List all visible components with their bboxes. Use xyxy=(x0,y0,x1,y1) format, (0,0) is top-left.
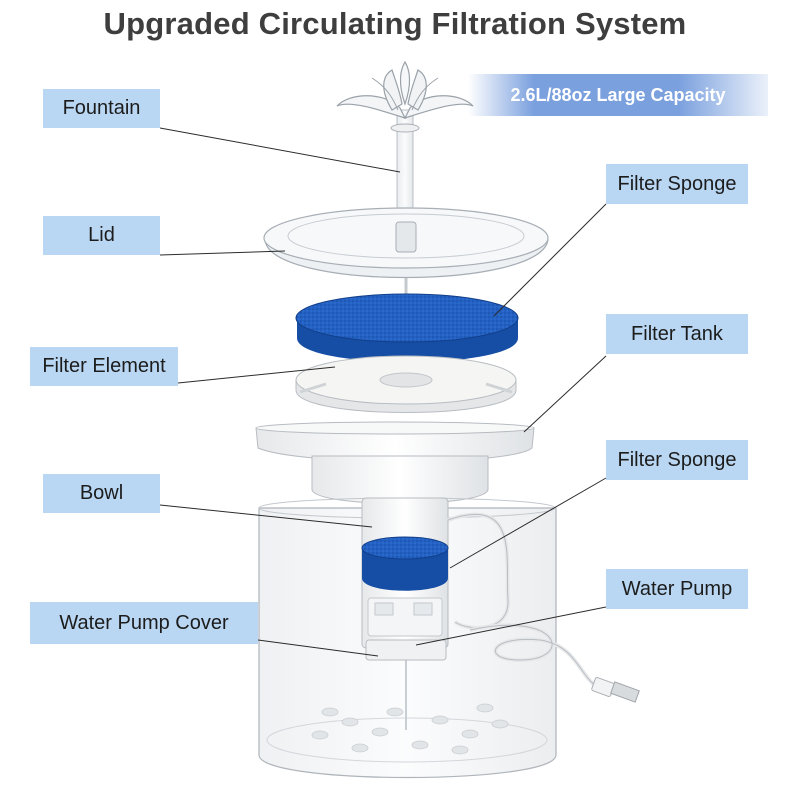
filter-sponge-top-part xyxy=(295,293,519,362)
leader-line-water-pump xyxy=(415,606,607,646)
leader-line-filter-element xyxy=(177,366,336,384)
capacity-badge-text: 2.6L/88oz Large Capacity xyxy=(510,85,726,105)
filter-element-part xyxy=(295,355,517,413)
capacity-badge-background xyxy=(468,74,768,116)
label-filter-tank: Filter Tank xyxy=(606,314,748,354)
leader-lines xyxy=(159,127,607,657)
leader-line-fountain xyxy=(159,127,401,173)
leader-line-filter-sponge-bottom xyxy=(449,477,607,569)
capacity-badge: 2.6L/88oz Large Capacity xyxy=(468,74,768,116)
leader-line-bowl xyxy=(159,504,373,528)
label-fountain: Fountain xyxy=(43,89,160,128)
label-bowl: Bowl xyxy=(43,474,160,513)
filter-tank-part xyxy=(255,421,535,504)
label-lid: Lid xyxy=(43,216,160,255)
label-filter-sponge-bottom: Filter Sponge xyxy=(606,440,748,480)
pump-assembly-part xyxy=(361,497,449,661)
leader-line-water-pump-cover xyxy=(257,639,379,657)
label-filter-sponge-top: Filter Sponge xyxy=(606,164,748,204)
diagram-title: Upgraded Circulating Filtration System xyxy=(103,6,687,41)
label-water-pump-cover: Water Pump Cover xyxy=(30,602,258,644)
power-cable xyxy=(447,512,640,703)
label-filter-element: Filter Element xyxy=(30,347,178,386)
label-water-pump: Water Pump xyxy=(606,569,748,609)
lid-part xyxy=(263,207,549,308)
fountain-part xyxy=(336,60,474,211)
leader-line-lid xyxy=(159,250,286,256)
leader-line-filter-tank xyxy=(523,355,607,433)
leader-line-filter-sponge-top xyxy=(493,203,607,317)
